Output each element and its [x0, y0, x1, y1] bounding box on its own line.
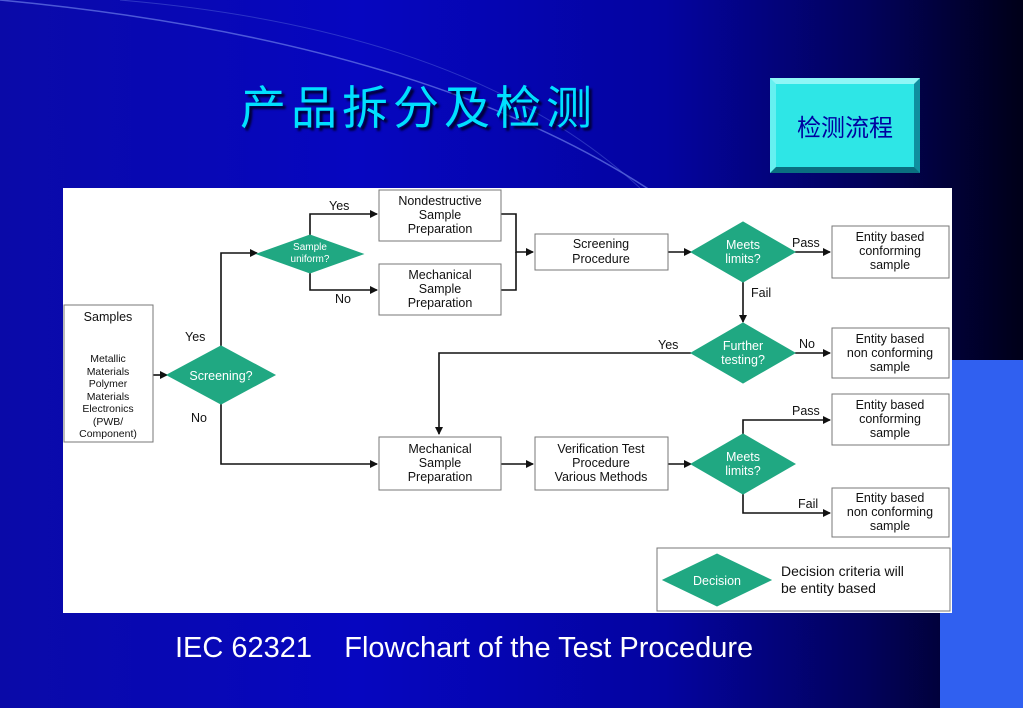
connector-uniform-yes — [309, 210, 378, 235]
svg-text:Meets: Meets — [726, 238, 760, 252]
flowchart-canvas: Samples Metallic Materials Polymer Mater… — [63, 189, 951, 612]
flowchart-diagram: Samples Metallic Materials Polymer Mater… — [63, 188, 952, 613]
svg-text:limits?: limits? — [725, 464, 760, 478]
svg-text:Meets: Meets — [726, 450, 760, 464]
flow-nav-button[interactable]: 检测流程 — [770, 78, 920, 173]
svg-text:Sample: Sample — [419, 208, 461, 222]
connectors — [153, 210, 831, 517]
svg-text:sample: sample — [870, 258, 910, 272]
samples-box: Samples Metallic Materials Polymer Mater… — [63, 304, 154, 443]
svg-text:Materials: Materials — [87, 391, 130, 403]
connector-meets-bottom-pass — [742, 416, 831, 434]
connector-uniform-no — [309, 273, 378, 294]
connector-meets-bottom-fail — [742, 494, 831, 517]
label-further-no: No — [799, 337, 815, 351]
svg-text:Decision criteria will: Decision criteria will — [781, 563, 904, 579]
connector-screening-no — [220, 404, 378, 468]
connector-nondestructive-screening — [501, 213, 534, 256]
decision-screening: Screening? — [165, 345, 277, 405]
legend-decision-diamond — [661, 553, 773, 607]
label-fail-bottom: Fail — [798, 497, 818, 511]
svg-text:limits?: limits? — [725, 252, 760, 266]
legend-box: Decision Decision criteria will be entit… — [656, 547, 951, 612]
svg-text:Nondestructive: Nondestructive — [398, 194, 481, 208]
svg-text:Component): Component) — [79, 428, 137, 440]
box-entity-nonconforming-bottom: Entity based non conforming sample — [831, 487, 950, 538]
svg-text:Entity based: Entity based — [856, 230, 925, 244]
svg-text:Screening?: Screening? — [189, 369, 252, 383]
svg-text:Decision: Decision — [693, 574, 741, 588]
svg-text:Sample: Sample — [419, 282, 461, 296]
label-further-yes: Yes — [658, 338, 678, 352]
label-uniform-yes: Yes — [329, 199, 349, 213]
box-entity-conforming-bottom: Entity based conforming sample — [831, 393, 950, 446]
box-entity-nonconforming-mid: Entity based non conforming sample — [831, 327, 950, 379]
decision-further-testing: Further testing? — [689, 322, 797, 384]
label-fail-top: Fail — [751, 286, 771, 300]
svg-text:Entity based: Entity based — [856, 491, 925, 505]
slide-caption: IEC 62321 Flowchart of the Test Procedur… — [175, 632, 754, 664]
svg-text:Preparation: Preparation — [408, 470, 473, 484]
svg-text:Electronics: Electronics — [82, 403, 133, 415]
decorative-accent-bar — [940, 360, 1023, 708]
box-screening-procedure: Screening Procedure — [534, 233, 669, 271]
svg-text:Procedure: Procedure — [572, 252, 630, 266]
decision-meets-limits-top: Meets limits? — [689, 221, 797, 283]
box-mechanical-prep-bottom: Mechanical Sample Preparation — [378, 436, 502, 491]
svg-text:(PWB/: (PWB/ — [93, 416, 123, 428]
svg-text:conforming: conforming — [859, 244, 921, 258]
svg-text:testing?: testing? — [721, 353, 765, 367]
decision-meets-limits-bottom: Meets limits? — [689, 433, 797, 495]
svg-text:non conforming: non conforming — [847, 346, 933, 360]
svg-text:Mechanical: Mechanical — [408, 442, 471, 456]
svg-text:Procedure: Procedure — [572, 456, 630, 470]
box-entity-conforming-top: Entity based conforming sample — [831, 225, 950, 279]
svg-text:Entity based: Entity based — [856, 332, 925, 346]
svg-text:Sample: Sample — [419, 456, 461, 470]
svg-text:Metallic: Metallic — [90, 353, 126, 365]
decision-sample-uniform: Sample uniform? — [255, 234, 365, 274]
svg-text:Mechanical: Mechanical — [408, 268, 471, 282]
label-screening-no: No — [191, 411, 207, 425]
svg-text:Materials: Materials — [87, 366, 130, 378]
svg-text:Sample: Sample — [293, 242, 327, 253]
label-uniform-no: No — [335, 292, 351, 306]
svg-text:Screening: Screening — [573, 237, 629, 251]
svg-text:sample: sample — [870, 519, 910, 533]
svg-text:uniform?: uniform? — [291, 254, 330, 265]
label-screening-yes: Yes — [185, 330, 205, 344]
svg-text:Preparation: Preparation — [408, 222, 473, 236]
svg-text:sample: sample — [870, 426, 910, 440]
svg-text:non conforming: non conforming — [847, 505, 933, 519]
box-mechanical-prep-top: Mechanical Sample Preparation — [378, 263, 502, 316]
svg-text:Verification Test: Verification Test — [557, 442, 645, 456]
label-pass-bottom: Pass — [792, 404, 820, 418]
svg-text:Further: Further — [723, 339, 763, 353]
connector-further-yes — [435, 352, 691, 435]
svg-text:conforming: conforming — [859, 412, 921, 426]
svg-text:sample: sample — [870, 360, 910, 374]
connector-mechanical-screening — [501, 252, 517, 291]
svg-text:Preparation: Preparation — [408, 296, 473, 310]
svg-text:Polymer: Polymer — [89, 378, 128, 390]
svg-text:be entity based: be entity based — [781, 580, 876, 596]
connector-screening-yes — [220, 249, 258, 346]
box-nondestructive-prep: Nondestructive Sample Preparation — [378, 189, 502, 242]
page-title: 产品拆分及检测 — [240, 81, 597, 135]
box-verification-procedure: Verification Test Procedure Various Meth… — [534, 436, 669, 491]
label-pass-top: Pass — [792, 236, 820, 250]
svg-text:Various Methods: Various Methods — [555, 470, 648, 484]
svg-text:Entity based: Entity based — [856, 398, 925, 412]
svg-text:Samples: Samples — [84, 310, 133, 324]
